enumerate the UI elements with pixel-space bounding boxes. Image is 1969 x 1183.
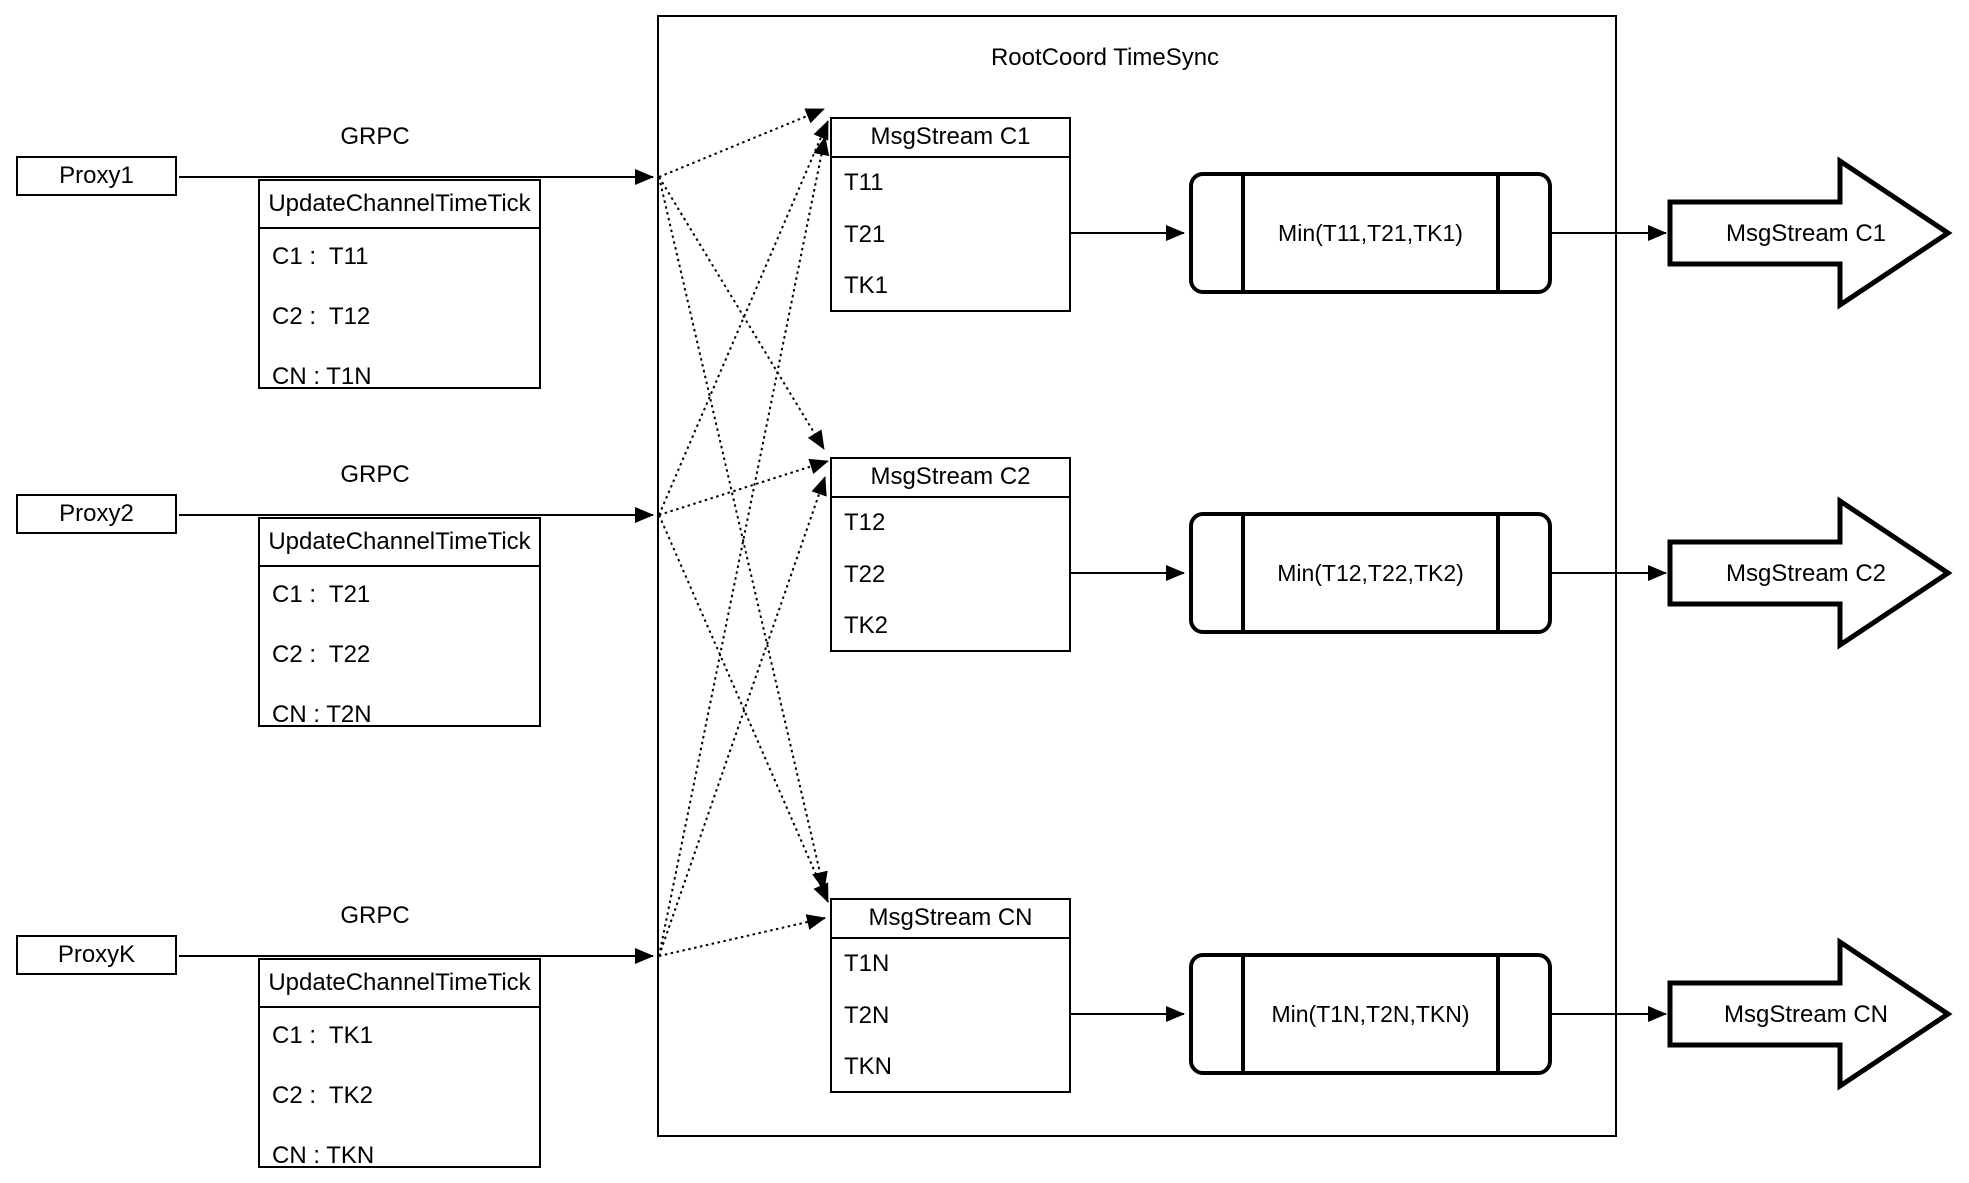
uctt-row: C2 : TK2	[272, 1082, 373, 1109]
proxy1-node: Proxy1	[16, 156, 177, 196]
timestamp-row: TKN	[844, 1053, 892, 1080]
min-box-bar	[1241, 516, 1245, 630]
rootcoord-container	[657, 15, 1617, 1137]
msgstream-c1-table: MsgStream C1 T11 T21 TK1	[830, 117, 1071, 312]
min-box-bar	[1241, 957, 1245, 1071]
update-channel-timetick-table-1: UpdateChannelTimeTick C1 : T11 C2 : T12 …	[258, 179, 541, 390]
timestamp-row: T21	[844, 221, 886, 248]
output-arrow-label-cn: MsgStream CN	[1724, 1001, 1888, 1028]
min-box-bar	[1241, 176, 1245, 290]
timestamp-row: T2N	[844, 1002, 890, 1029]
grpc-label-1: GRPC	[340, 123, 410, 150]
output-arrow-shape-c2	[1667, 496, 1953, 650]
uctt-row: C1 : T11	[272, 243, 369, 270]
min-box-c1: Min(T11,T21,TK1)	[1189, 172, 1552, 294]
min-box-bar	[1496, 176, 1500, 290]
output-arrow-label-c1: MsgStream C1	[1726, 220, 1886, 247]
uctt-row: CN : T2N	[272, 701, 372, 728]
min-box-c2: Min(T12,T22,TK2)	[1189, 512, 1552, 634]
update-channel-timetick-table-2: UpdateChannelTimeTick C1 : T21 C2 : T22 …	[258, 517, 541, 728]
proxyk-node: ProxyK	[16, 935, 177, 975]
msgstream-c1-header: MsgStream C1	[832, 119, 1069, 158]
grpc-label-3: GRPC	[340, 902, 410, 929]
proxy2-label: Proxy2	[59, 499, 134, 527]
proxy2-node: Proxy2	[16, 494, 177, 534]
timestamp-row: T12	[844, 509, 886, 536]
min-label-c1: Min(T11,T21,TK1)	[1278, 219, 1463, 246]
min-box-bar	[1496, 516, 1500, 630]
timestamp-row: T11	[844, 169, 884, 196]
update-channel-timetick-table-3: UpdateChannelTimeTick C1 : TK1 C2 : TK2 …	[258, 958, 541, 1169]
min-box-cn: Min(T1N,T2N,TKN)	[1189, 953, 1552, 1075]
min-box-bar	[1496, 957, 1500, 1071]
uctt-header-2: UpdateChannelTimeTick	[260, 519, 539, 567]
uctt-row: C2 : T22	[272, 641, 371, 668]
uctt-row: C2 : T12	[272, 303, 371, 330]
timestamp-row: T1N	[844, 950, 890, 977]
msgstream-c2-table: MsgStream C2 T12 T22 TK2	[830, 457, 1071, 652]
timestamp-row: TK2	[844, 612, 889, 639]
timestamp-row: TK1	[844, 272, 889, 299]
uctt-header-1: UpdateChannelTimeTick	[260, 181, 539, 229]
output-arrow-label-c2: MsgStream C2	[1726, 560, 1886, 587]
uctt-header-3: UpdateChannelTimeTick	[260, 960, 539, 1008]
uctt-row: C1 : T21	[272, 581, 371, 608]
grpc-label-2: GRPC	[340, 461, 410, 488]
timestamp-row: T22	[844, 561, 886, 588]
msgstream-cn-table: MsgStream CN T1N T2N TKN	[830, 898, 1071, 1093]
min-label-cn: Min(T1N,T2N,TKN)	[1271, 1000, 1470, 1027]
rootcoord-title: RootCoord TimeSync	[990, 44, 1220, 71]
uctt-row: CN : T1N	[272, 363, 372, 390]
msgstream-c2-header: MsgStream C2	[832, 459, 1069, 498]
proxy1-label: Proxy1	[59, 161, 134, 189]
output-arrow-shape-c1	[1667, 156, 1953, 310]
msgstream-cn-header: MsgStream CN	[832, 900, 1069, 939]
proxyk-label: ProxyK	[57, 940, 136, 968]
output-arrow-shape-cn	[1667, 937, 1953, 1091]
min-label-c2: Min(T12,T22,TK2)	[1277, 559, 1464, 586]
uctt-row: CN : TKN	[272, 1142, 375, 1169]
uctt-row: C1 : TK1	[272, 1022, 373, 1049]
